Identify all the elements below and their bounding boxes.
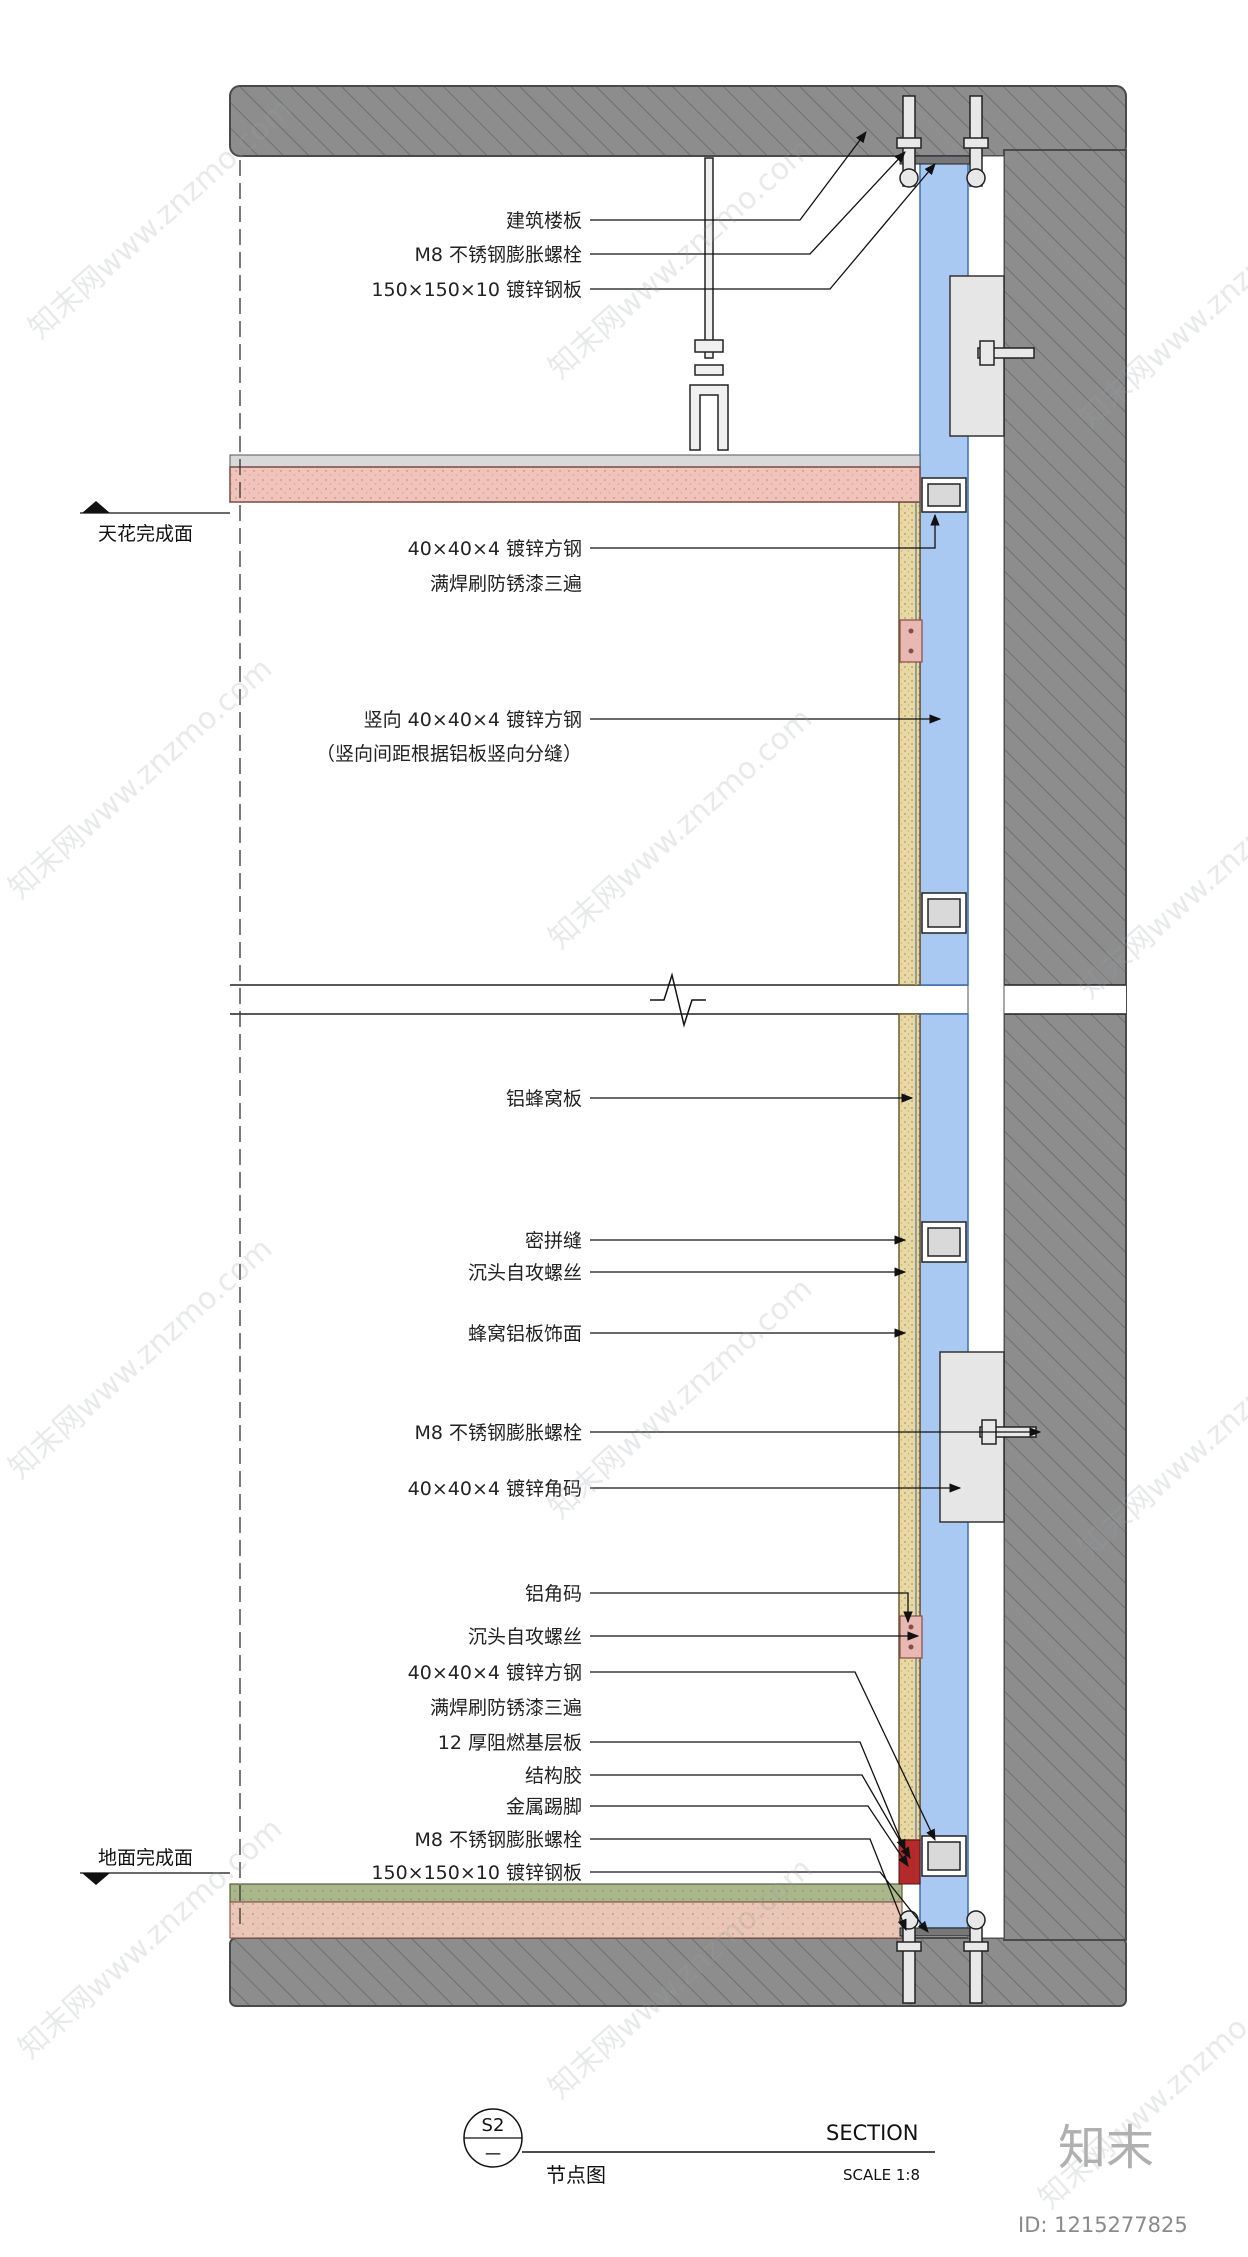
label-tight-joint: 密拼缝 [525, 1230, 582, 1252]
leader-lines [590, 131, 1042, 1933]
label-anchor-bolt-bottom: M8 不锈钢膨胀螺栓 [414, 1829, 582, 1851]
watermark-5: 知末网www.znzmo.com [542, 701, 819, 956]
label-vertical-spacing: （竖向间距根据铝板竖向分缝） [316, 743, 582, 765]
ceiling-level-label: 天花完成面 [98, 523, 193, 545]
section-label: SECTION [826, 2121, 919, 2145]
label-screw-upper: 沉头自攻螺丝 [468, 1262, 582, 1284]
drawing-title: 节点图 [546, 2163, 606, 2187]
label-square-steel-bottom: 40×40×4 镀锌方钢 [408, 1662, 582, 1684]
top-anchor-bolts [896, 95, 989, 188]
label-building-slab: 建筑楼板 [506, 210, 582, 232]
label-aluminium-angle: 铝角码 [525, 1583, 582, 1605]
label-vertical-steel: 竖向 40×40×4 镀锌方钢 [364, 709, 582, 731]
label-metal-skirting: 金属踢脚 [506, 1796, 582, 1818]
upper-wall-bolt [977, 340, 1035, 366]
top-slab [229, 85, 1127, 157]
hanger-rod [689, 157, 729, 451]
break-symbol [650, 972, 706, 1028]
square-steel-tubes [921, 477, 967, 1877]
metal-skirting [898, 1839, 921, 1885]
watermark-7: 知末网www.znzmo.com [2, 1231, 279, 1486]
floor-level-marker: 地面完成面 [80, 1847, 230, 1885]
label-square-steel-top: 40×40×4 镀锌方钢 [408, 538, 582, 560]
watermark-1: 知末网www.znzmo.com [22, 91, 299, 346]
label-weld-paint-top: 满焊刷防锈漆三遍 [430, 573, 582, 595]
watermark-2: 知末网www.znzmo.com [542, 131, 819, 386]
brand-logo: 知末 [1058, 2120, 1154, 2176]
ceiling-level-marker: 天花完成面 [80, 501, 230, 545]
floor-level-label: 地面完成面 [98, 1847, 193, 1869]
label-anchor-bolt-top: M8 不锈钢膨胀螺栓 [414, 244, 582, 266]
section-id: S2 [482, 2115, 505, 2136]
callout-labels: 建筑楼板 M8 不锈钢膨胀螺栓 150×150×10 镀锌钢板 40×40×4 … [316, 210, 582, 1884]
bottom-anchor-bolts [896, 1910, 989, 2004]
scale-label: SCALE 1:8 [843, 2166, 920, 2184]
label-weld-paint-bottom: 满焊刷防锈漆三遍 [430, 1697, 582, 1719]
title-block: S2 一 节点图 SECTION SCALE 1:8 [463, 2108, 935, 2187]
label-anchor-bolt-wall: M8 不锈钢膨胀螺栓 [414, 1422, 582, 1444]
label-steel-plate-top: 150×150×10 镀锌钢板 [371, 279, 582, 301]
label-screw-lower: 沉头自攻螺丝 [468, 1626, 582, 1648]
label-panel-finish: 蜂窝铝板饰面 [468, 1323, 582, 1345]
ceiling-board [229, 466, 921, 503]
label-honeycomb-panel: 铝蜂窝板 [506, 1088, 582, 1110]
ceiling-keel [229, 454, 921, 468]
label-steel-plate-bottom: 150×150×10 镀锌钢板 [371, 1862, 582, 1884]
concrete-wall [1003, 149, 1127, 1941]
floor-screed [229, 1901, 903, 1939]
watermark-4: 知末网www.znzmo.com [2, 651, 279, 906]
label-steel-angle: 40×40×4 镀锌角码 [408, 1478, 582, 1500]
label-structural-glue: 结构胶 [525, 1765, 582, 1787]
image-id: ID: 1215277825 [1018, 2213, 1188, 2237]
sheet-mark: 一 [485, 2145, 501, 2164]
label-fire-board: 12 厚阻燃基层板 [438, 1732, 582, 1754]
